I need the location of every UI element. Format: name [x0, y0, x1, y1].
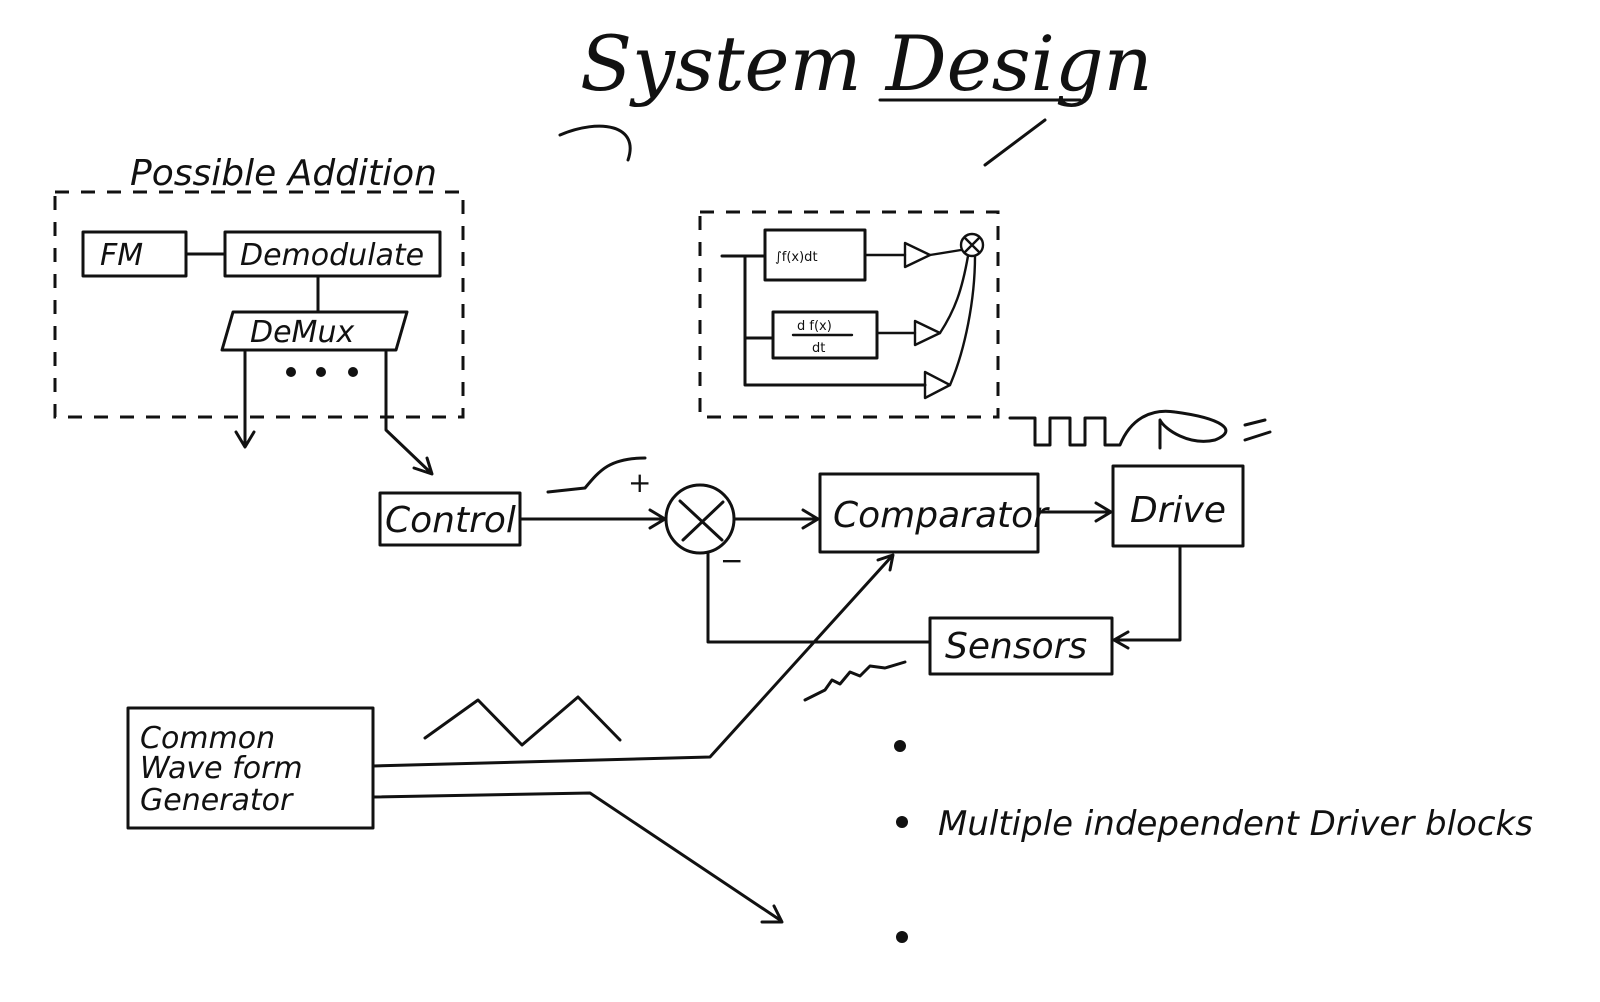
- summing-plus-sign: +: [628, 466, 651, 499]
- waveform-generator-block: [126, 706, 375, 830]
- possible-addition-heading: Possible Addition: [130, 153, 437, 194]
- generator-label-line3: Generator: [140, 783, 294, 818]
- demux-dot-2: [316, 367, 326, 377]
- demux-block: [220, 310, 409, 352]
- drive-label: Drive: [1130, 490, 1226, 531]
- comparator-to-drive-arrow: [1036, 501, 1113, 523]
- step-sketch: [546, 456, 647, 494]
- control-to-junction-arrow: [518, 508, 667, 530]
- noise-sketch: [803, 660, 907, 702]
- demodulate-label: Demodulate: [240, 238, 424, 273]
- demux-output-arrow-to-control: [384, 350, 434, 476]
- comparator-label: Comparator: [833, 495, 1050, 536]
- demodulate-block: [223, 230, 442, 278]
- pid-summing-cross: [963, 236, 981, 254]
- summing-minus-sign: −: [720, 544, 743, 577]
- square-wave-sketch: [1008, 409, 1272, 450]
- generator-label-line1: Common: [140, 721, 275, 756]
- drive-to-sensors-arrow: [1112, 544, 1182, 650]
- demux-dot-3: [348, 367, 358, 377]
- fm-label: FM: [100, 238, 143, 273]
- pid-input-bus: [720, 254, 927, 387]
- triangle-wave-sketch: [423, 695, 622, 747]
- diagram-title: System Design: [580, 19, 1153, 108]
- demux-label: DeMux: [250, 315, 354, 350]
- demux-dot-1: [286, 367, 296, 377]
- generator-output-arrow: [371, 791, 784, 924]
- control-label: Control: [385, 500, 516, 541]
- gain-triangle-proportional: [923, 370, 952, 400]
- pid-boundary: [698, 210, 1000, 419]
- error-summing-cross: [678, 499, 725, 542]
- derivative-block: [771, 310, 879, 360]
- pid-sum-inputs: [928, 248, 977, 387]
- drive-block: [1111, 464, 1245, 548]
- generator-to-comparator-arrow: [371, 553, 895, 768]
- derivative-denominator: dt: [812, 341, 825, 356]
- gain-triangle-derivative: [913, 319, 942, 347]
- title-underline-swoosh: [558, 98, 1082, 167]
- bullet-1: [894, 740, 906, 752]
- sensors-feedback-line: [706, 551, 932, 644]
- sensors-block: [928, 616, 1114, 676]
- junction-to-comparator-arrow: [732, 508, 820, 530]
- integral-label: ∫f(x)dt: [775, 250, 818, 265]
- pid-summing-junction: [959, 232, 985, 258]
- bullet-2: [896, 816, 908, 828]
- gain-triangle-integral: [903, 241, 932, 269]
- bullet-3: [896, 931, 908, 943]
- derivative-numerator: d f(x): [797, 319, 832, 334]
- sensors-label: Sensors: [945, 626, 1087, 667]
- note-bullet-2: Multiple independent Driver blocks: [938, 804, 1533, 844]
- possible-addition-boundary: [53, 190, 465, 419]
- demux-output-arrow-left: [234, 350, 256, 449]
- generator-label-line2: Wave form: [140, 751, 303, 786]
